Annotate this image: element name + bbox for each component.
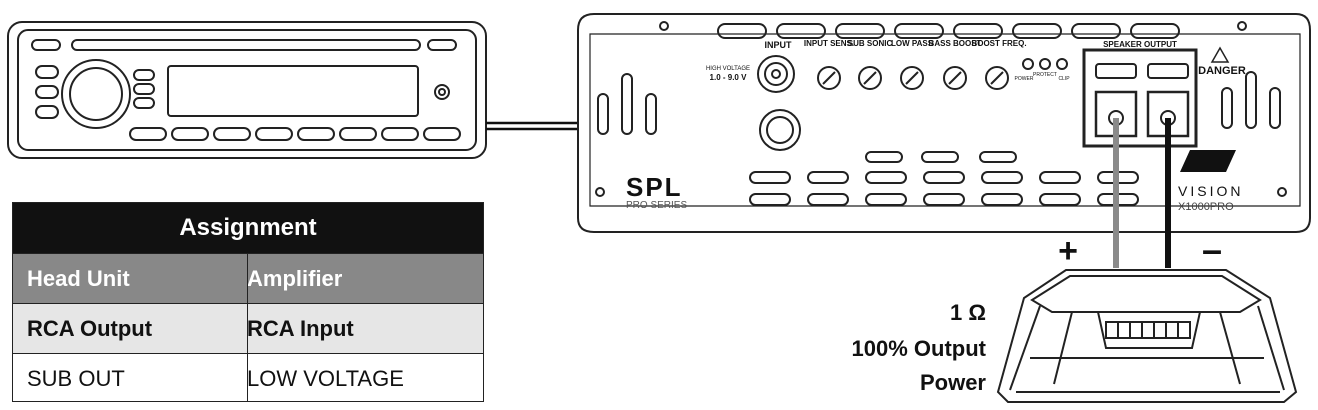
assignment-table: Assignment Head Unit Amplifier RCA Outpu… (12, 202, 484, 402)
label-input: INPUT (765, 40, 793, 50)
label-input-sens: INPUT SENS. (804, 39, 854, 48)
column-divider (247, 253, 248, 401)
table-row: SUB OUT LOW VOLTAGE (13, 353, 483, 401)
table-cell: RCA Input (247, 316, 354, 341)
voltage-range: 1.0 - 9.0 V (710, 73, 748, 82)
table-row: RCA Output RCA Input (13, 303, 483, 353)
polarity-plus: + (1058, 232, 1078, 270)
table-row: Head Unit Amplifier (13, 253, 483, 303)
led-clip: CLIP (1058, 76, 1070, 82)
model-name: X1000PRO (1178, 201, 1234, 213)
model-brand: VISION (1178, 183, 1243, 199)
speaker-output-line2: Power (919, 370, 986, 395)
amplifier (577, 13, 1311, 233)
voltage-caption: HIGH VOLTAGE (706, 66, 750, 72)
label-sub-sonic: SUB SONIC (848, 39, 893, 48)
brand-logo: SPL (626, 172, 683, 202)
head-unit (7, 21, 487, 159)
speaker-wires (1113, 118, 1171, 268)
label-boost-freq: BOOST FREQ. (971, 39, 1026, 48)
table-cell: Amplifier (247, 266, 343, 291)
amplifier-labels: INPUT INPUT SENS. SUB SONIC LOW PASS BAS… (626, 39, 1246, 213)
table-cell: Head Unit (27, 266, 130, 291)
subwoofer (996, 269, 1298, 403)
label-bass-boost: BASS BOOST (929, 39, 982, 48)
polarity-minus: – (1202, 229, 1222, 270)
series-label: PRO SERIES (626, 200, 687, 211)
speaker-output-line1: 100% Output (851, 336, 986, 361)
label-low-pass: LOW PASS (891, 39, 934, 48)
table-header: Assignment (13, 203, 483, 253)
table-cell: SUB OUT (27, 366, 125, 391)
danger-label: DANGER (1198, 65, 1246, 77)
led-protect: PROTECT (1033, 72, 1057, 78)
speaker-output-label: SPEAKER OUTPUT (1103, 40, 1177, 49)
speaker-impedance: 1 Ω (950, 300, 986, 325)
table-cell: RCA Output (27, 316, 153, 341)
led-power: POWER (1015, 76, 1034, 82)
table-cell: LOW VOLTAGE (247, 366, 404, 391)
